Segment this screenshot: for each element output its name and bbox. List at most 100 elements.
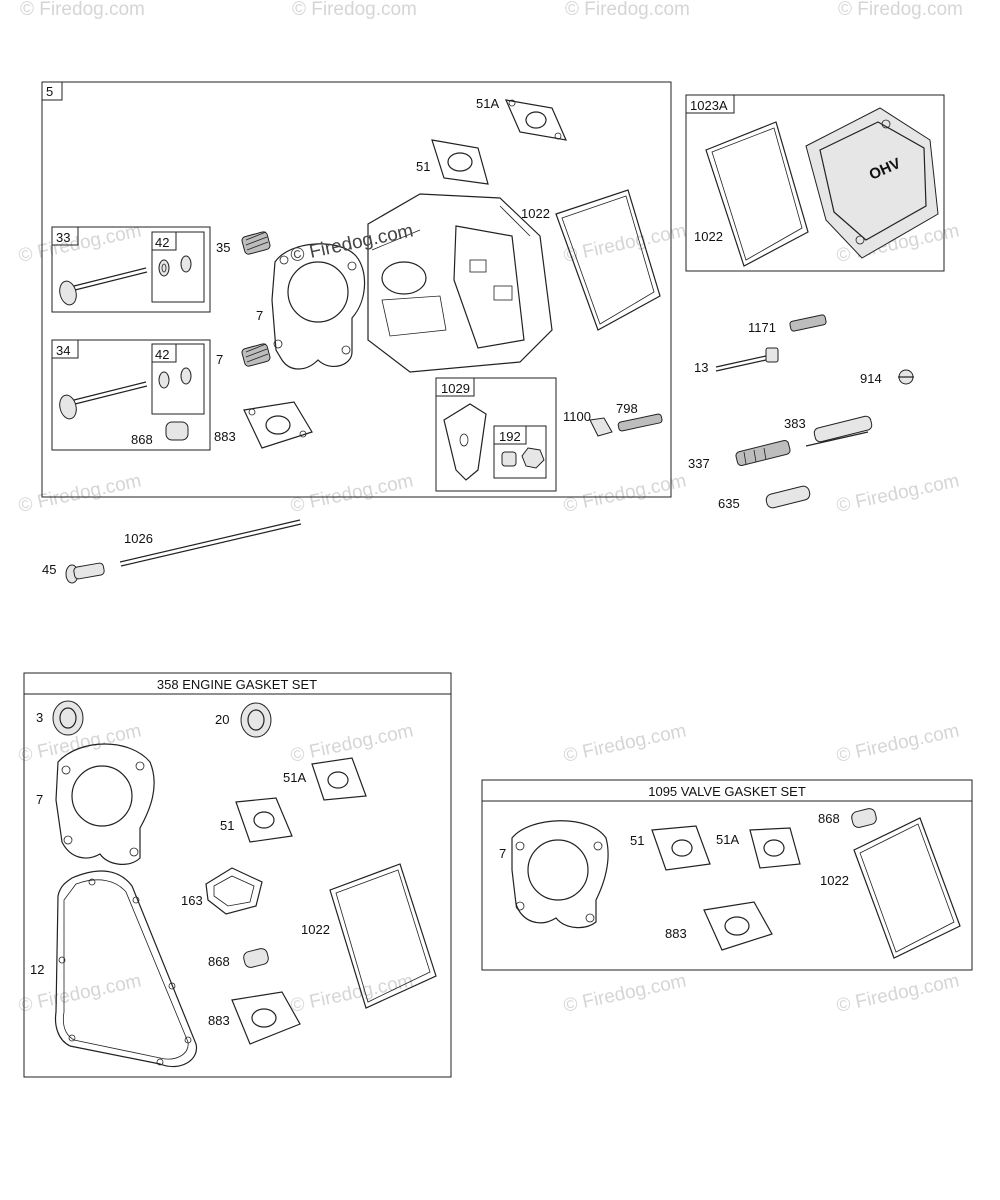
vgs-gasket-51 xyxy=(651,825,711,871)
part-label-337: 337 xyxy=(688,456,710,471)
watermark: © Firedog.com xyxy=(562,220,689,267)
watermark: © Firedog.com xyxy=(565,0,690,20)
stud-798 xyxy=(617,413,663,432)
cover-gasket-1022 xyxy=(705,121,809,267)
part-label-883: 883 xyxy=(214,429,236,444)
exhaust-valve-part xyxy=(59,367,192,441)
watermark: © Firedog.com xyxy=(17,970,144,1017)
watermark: © Firedog.com xyxy=(17,470,144,517)
vgs-label-868: 868 xyxy=(818,811,840,826)
part-label-635: 635 xyxy=(718,496,740,511)
main-group-5: 5 33 42 34 42 xyxy=(41,81,672,498)
egs-label-868: 868 xyxy=(208,954,230,969)
spark-arrestor-383 xyxy=(805,415,873,447)
vgs-gasket-883 xyxy=(703,901,773,951)
egs-gasket-163 xyxy=(205,867,263,915)
rocker-nut-id: 192 xyxy=(499,429,521,444)
egs-label-20: 20 xyxy=(215,712,229,727)
screw-914 xyxy=(898,369,914,385)
egs-head-gasket-7 xyxy=(55,743,155,865)
part-label-1022: 1022 xyxy=(521,206,550,221)
egs-gasket-883 xyxy=(231,991,301,1045)
part-label-7: 7 xyxy=(256,308,263,323)
valve-gasket-set: 1095 VALVE GASKET SET 7 51 51A 868 xyxy=(481,779,973,971)
egs-label-7: 7 xyxy=(36,792,43,807)
main-group-id-box xyxy=(41,81,63,101)
egs-label-51a: 51A xyxy=(283,770,306,785)
tappet-45 xyxy=(65,562,105,584)
egs-label-3: 3 xyxy=(36,710,43,725)
center-watermark: © Firedog.com xyxy=(289,220,416,267)
egs-label-883: 883 xyxy=(208,1013,230,1028)
egs-label-163: 163 xyxy=(181,893,203,908)
part-label-13: 13 xyxy=(694,360,708,375)
egs-crankcase-gasket-12 xyxy=(54,870,198,1068)
part-label-868: 868 xyxy=(131,432,153,447)
main-group-frame xyxy=(41,81,672,498)
valve-gasket-set-title: 1095 VALVE GASKET SET xyxy=(648,784,806,799)
watermark: © Firedog.com xyxy=(289,720,416,767)
part-label-45: 45 xyxy=(42,562,56,577)
vgs-label-51: 51 xyxy=(630,833,644,848)
intake-gasket-883 xyxy=(243,401,313,449)
intake-valve-box: 33 42 xyxy=(51,226,211,313)
part-label-798: 798 xyxy=(616,401,638,416)
vgs-label-51a: 51A xyxy=(716,832,739,847)
watermark: © Firedog.com xyxy=(838,0,963,20)
breather-screw-1171 xyxy=(789,314,827,332)
intake-valve-id: 33 xyxy=(56,230,70,245)
part-label-1100: 1100 xyxy=(563,409,591,424)
loose-parts: 1171 13 914 1100 798 383 337 xyxy=(42,314,914,584)
watermark: © Firedog.com xyxy=(562,720,689,767)
exhaust-retainer-id: 42 xyxy=(155,347,169,362)
part-label-36: 7 xyxy=(216,352,223,367)
vgs-label-883: 883 xyxy=(665,926,687,941)
cylinder-head-part xyxy=(367,193,553,373)
vgs-cover-gasket-1022 xyxy=(853,817,961,959)
valve-spring-36 xyxy=(241,343,271,367)
gasket-51 xyxy=(431,139,489,185)
egs-label-51: 51 xyxy=(220,818,234,833)
part-label-51a: 51A xyxy=(476,96,499,111)
egs-cover-gasket-1022 xyxy=(329,863,437,1009)
gasket-51a xyxy=(505,99,567,141)
part-label-383: 383 xyxy=(784,416,806,431)
part-label-51: 51 xyxy=(416,159,430,174)
watermark: © Firedog.com xyxy=(835,970,962,1017)
egs-gasket-51 xyxy=(235,797,293,843)
watermark: © Firedog.com xyxy=(562,470,689,517)
vgs-sleeve-868 xyxy=(851,808,877,828)
cover-group-1023a: 1023A 1022 OHV xyxy=(685,94,945,272)
watermark: © Firedog.com xyxy=(835,470,962,517)
oil-seal-3 xyxy=(52,700,84,736)
engine-gasket-set-title: 358 ENGINE GASKET SET xyxy=(157,677,317,692)
cover-gasket-main xyxy=(555,189,661,331)
engine-gasket-set: 358 ENGINE GASKET SET 3 20 7 51A xyxy=(23,672,452,1078)
part-label-1171: 1171 xyxy=(748,320,776,335)
oil-seal-20 xyxy=(240,702,272,738)
head-bolt-13 xyxy=(715,347,779,372)
sleeve-635 xyxy=(765,485,811,509)
push-rod-1026 xyxy=(119,519,302,567)
part-label-35: 35 xyxy=(216,240,230,255)
egs-label-12: 12 xyxy=(30,962,44,977)
main-group-id: 5 xyxy=(46,84,53,99)
clip-1100 xyxy=(589,417,613,437)
part-label-1026: 1026 xyxy=(124,531,153,546)
cover-group-id: 1023A xyxy=(690,98,728,113)
egs-sleeve-868 xyxy=(243,948,269,968)
exhaust-valve-box: 34 42 868 xyxy=(51,339,211,451)
watermark: © Firedog.com xyxy=(289,470,416,517)
watermark: © Firedog.com xyxy=(20,0,145,20)
head-gasket-part xyxy=(271,243,366,370)
spark-plug-337 xyxy=(735,440,791,466)
cover-gasket-label: 1022 xyxy=(694,229,723,244)
rocker-id: 1029 xyxy=(441,381,470,396)
intake-valve-part xyxy=(59,255,192,306)
vgs-gasket-51a xyxy=(749,827,801,869)
part-label-914: 914 xyxy=(860,371,882,386)
vgs-head-gasket-7 xyxy=(511,820,609,929)
exhaust-valve-id: 34 xyxy=(56,343,70,358)
watermark: © Firedog.com xyxy=(835,720,962,767)
valve-cover-part: OHV xyxy=(805,107,939,259)
